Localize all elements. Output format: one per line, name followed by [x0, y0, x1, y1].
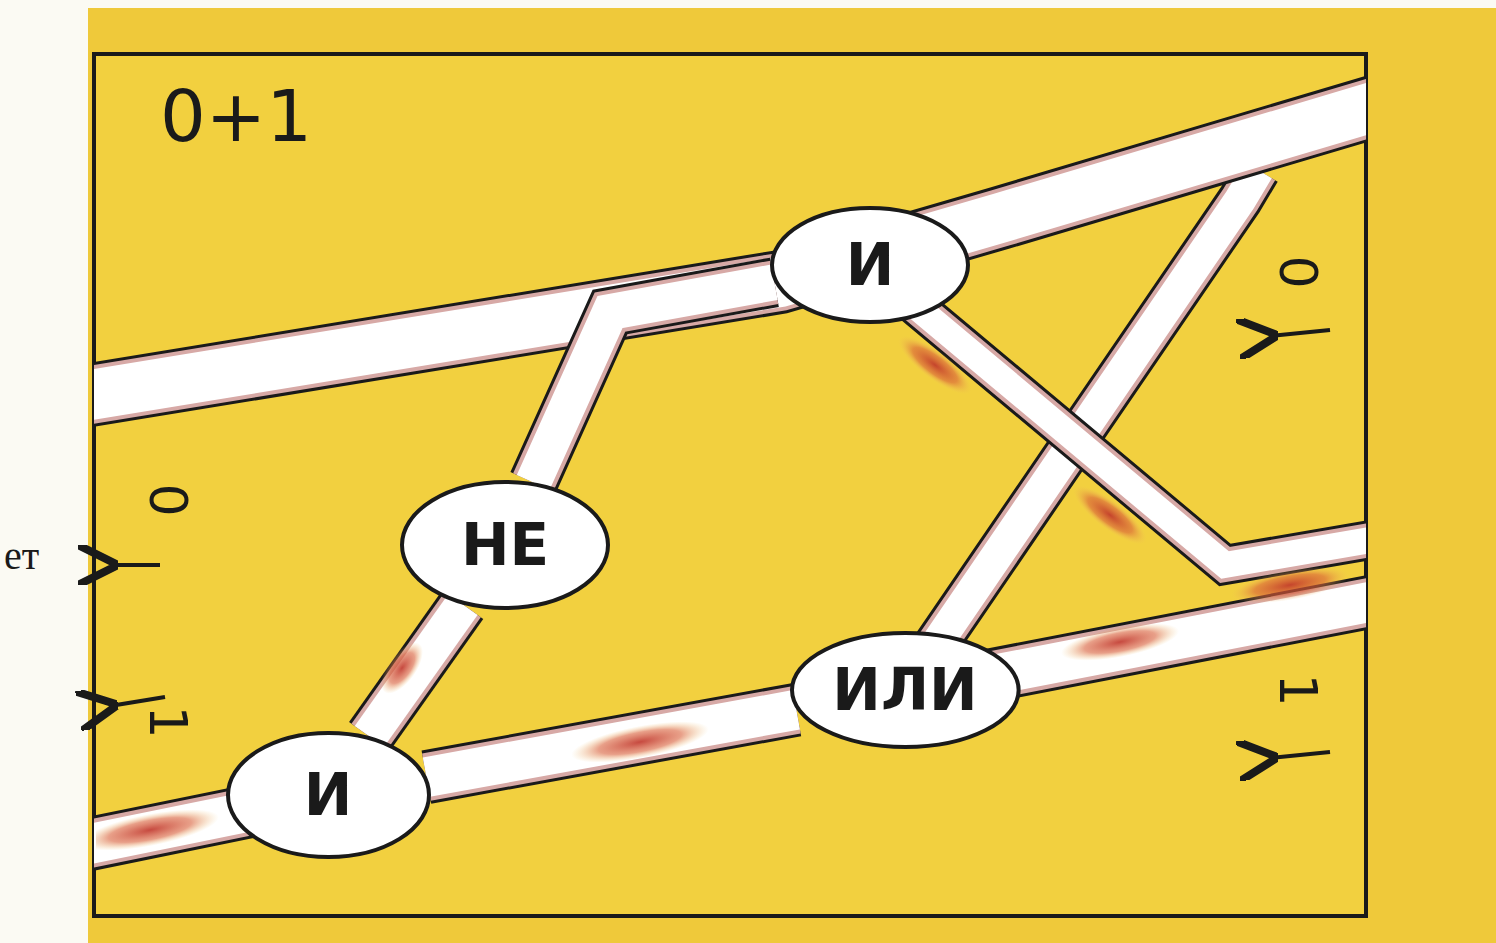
gate-label: И — [304, 766, 353, 824]
wire-connector — [426, 710, 796, 777]
outer-ground — [88, 8, 1496, 943]
gate-label: НЕ — [461, 516, 549, 574]
gate-ellipse: НЕ — [400, 480, 610, 610]
wire-connector — [533, 282, 774, 482]
title: 0+1 — [160, 80, 312, 152]
gate-ellipse: ИЛИ — [790, 631, 1021, 749]
panel — [94, 54, 1366, 916]
cut-off-text: ет — [4, 536, 39, 576]
wire-connector — [369, 605, 462, 737]
gate-label: И — [846, 236, 895, 294]
signal-arrows — [110, 330, 1330, 758]
signal-value: 1 — [142, 705, 194, 738]
gate-ellipse: И — [770, 206, 970, 324]
gate-label: ИЛИ — [832, 661, 977, 719]
signal-value: 1 — [1272, 673, 1324, 706]
signal-value: 0 — [1272, 255, 1324, 288]
gate-ellipse: И — [226, 731, 431, 859]
signal-value: 0 — [142, 483, 194, 516]
